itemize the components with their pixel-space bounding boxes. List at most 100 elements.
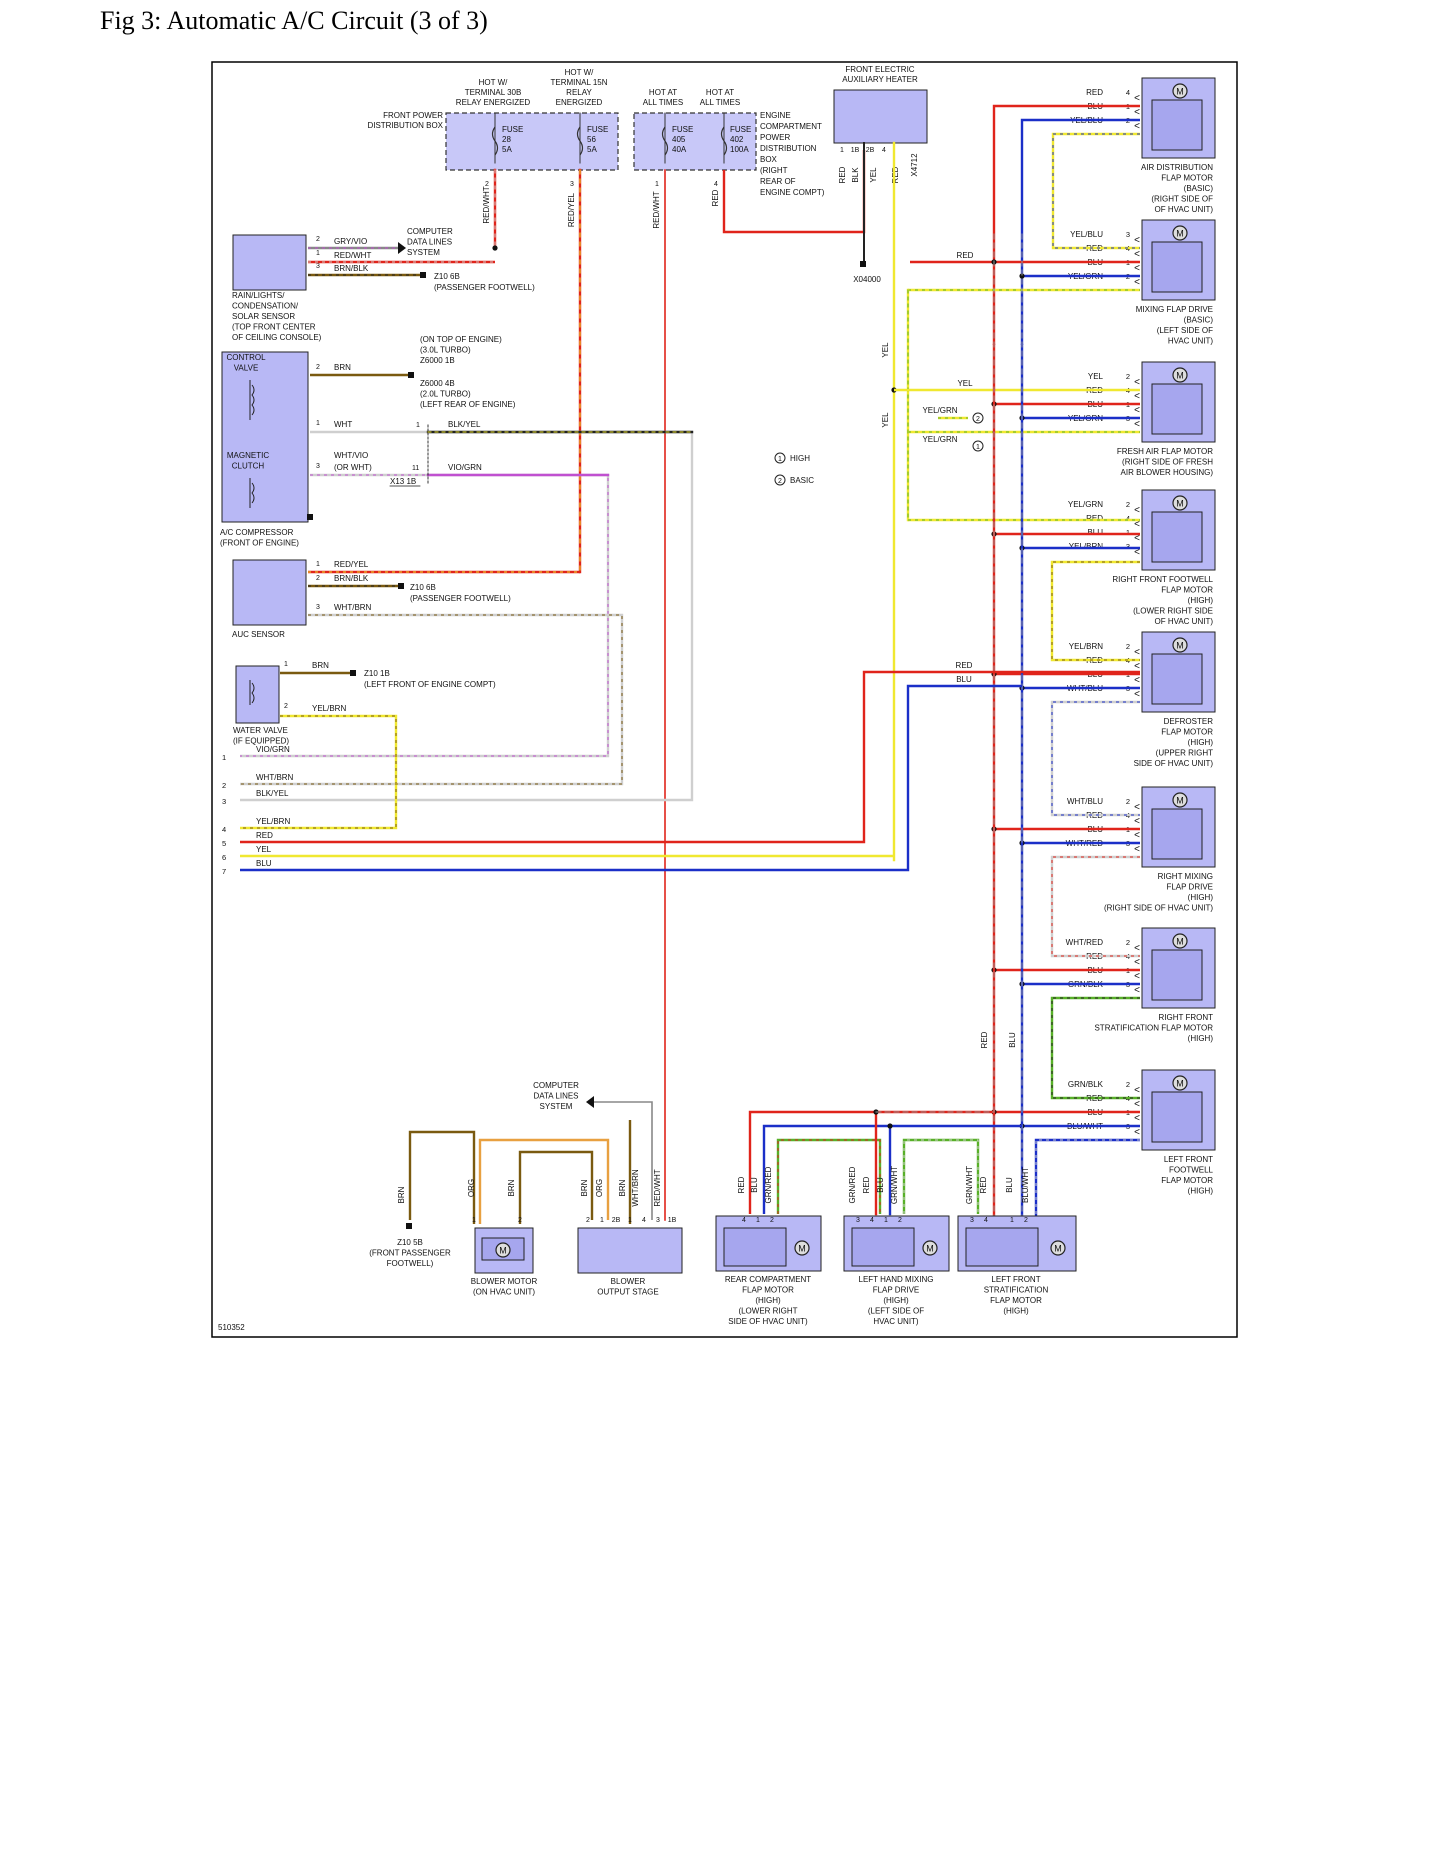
- wire-blu-rear: [762, 1124, 1022, 1214]
- component-label: RAIN/LIGHTS/: [232, 291, 285, 300]
- component-label: SOLAR SENSOR: [232, 312, 295, 321]
- harness-pin: 1: [222, 753, 226, 762]
- pin-number: 2: [1126, 797, 1130, 806]
- ground-icon: [398, 583, 404, 589]
- front-power-distribution-box: [445, 112, 619, 171]
- pin-number: 3: [1126, 230, 1130, 239]
- motor-icon: M: [1176, 641, 1184, 651]
- fuse-symbol: [720, 126, 728, 156]
- pin-number: 1: [1126, 528, 1130, 537]
- component-label: FOOTWELL: [1169, 1166, 1214, 1175]
- pin-number: 4: [742, 1217, 746, 1224]
- coil-symbol: [249, 380, 255, 420]
- pin-number: 2: [316, 575, 320, 582]
- component-label: FLAP MOTOR: [1161, 1176, 1213, 1185]
- harness-pin: 5: [222, 839, 226, 848]
- fuse-symbol: [491, 126, 499, 156]
- ground-label: X04000: [853, 275, 881, 284]
- wire-label: GRN/WHT: [965, 1166, 974, 1204]
- connector-pin: <: [1134, 405, 1140, 416]
- page-title: Fig 3: Automatic A/C Circuit (3 of 3): [100, 6, 488, 35]
- wire-label: RED: [956, 661, 973, 670]
- wire-label: WHT/BRN: [256, 773, 294, 782]
- component-label: AUC SENSOR: [232, 630, 285, 639]
- component-label: FRESH AIR FLAP MOTOR: [1117, 447, 1213, 456]
- pin-number: 4: [1126, 514, 1130, 523]
- component-label: AUXILIARY HEATER: [842, 75, 918, 84]
- component-label: (LEFT SIDE OF: [868, 1307, 924, 1316]
- fuse-symbol: [576, 126, 584, 156]
- ground-label: (PASSENGER FOOTWELL): [410, 594, 511, 603]
- component-label: (BASIC): [1184, 316, 1214, 325]
- connector-pin: <: [1134, 519, 1140, 530]
- engine-power-distribution-box: [633, 112, 757, 171]
- component-label: DISTRIBUTION: [760, 144, 817, 153]
- component-label: 100A: [730, 145, 749, 154]
- component-label: CLUTCH: [232, 462, 265, 471]
- component-label: FLAP DRIVE: [873, 1286, 920, 1295]
- wire-label: BRN: [397, 1186, 406, 1203]
- motor-icon: M: [1176, 937, 1184, 947]
- pin-number: 4: [882, 147, 886, 154]
- wire-grnred-stripe: [777, 1139, 881, 1214]
- rain-light-solar-sensor: [232, 234, 307, 291]
- component-label: (HIGH): [1003, 1307, 1029, 1316]
- splice-dot: [492, 245, 498, 251]
- connector-pin: <: [1134, 971, 1140, 982]
- connector-pin: <: [1134, 647, 1140, 658]
- wire-label: YEL/BRN: [256, 817, 290, 826]
- motor-icon: [1050, 1240, 1066, 1256]
- wire-computer-data: [594, 1101, 653, 1220]
- wire-label: BRN: [334, 363, 351, 372]
- motor-icon: M: [1176, 229, 1184, 239]
- motor-icon: M: [1176, 87, 1184, 97]
- flap-motor-body: [1151, 241, 1203, 293]
- motor-icon: M: [798, 1244, 806, 1254]
- wire-bluwht-stripe: [1035, 1139, 1140, 1220]
- component-label: BOX: [760, 155, 778, 164]
- component-label: BLOWER MOTOR: [471, 1277, 538, 1286]
- component-label: 28: [502, 135, 511, 144]
- connector-pin: <: [1134, 957, 1140, 968]
- wire-yelblu-stripe: [1052, 133, 1140, 249]
- connector-pin: <: [1134, 121, 1140, 132]
- wire-red-harness: [240, 670, 1140, 844]
- pin-number: 2: [1024, 1217, 1028, 1224]
- wire-label: RED: [838, 166, 847, 183]
- component-label: (ON HVAC UNIT): [473, 1288, 535, 1297]
- component-label: (RIGHT SIDE OF HVAC UNIT): [1104, 904, 1213, 913]
- motor-icon: [1172, 1075, 1188, 1091]
- arrow-icon: [398, 242, 406, 254]
- ground-label: Z10 1B: [364, 669, 390, 678]
- component-label: LEFT FRONT: [991, 1275, 1040, 1284]
- connector-pin: <: [1134, 844, 1140, 855]
- component-label: FLAP MOTOR: [990, 1296, 1042, 1305]
- ground-label: Z10 6B: [434, 272, 460, 281]
- component-label: FOOTWELL): [387, 1259, 434, 1268]
- wire-whtblu-stripe: [1051, 701, 1140, 816]
- component-label: (BASIC): [1184, 184, 1214, 193]
- component-label: 402: [730, 135, 744, 144]
- component-label: AIR DISTRIBUTION: [1141, 163, 1213, 172]
- coil-symbol: [249, 680, 255, 705]
- connector-pin: <: [1134, 675, 1140, 686]
- pin-number: 4: [870, 1217, 874, 1224]
- pin-number: 2: [485, 181, 489, 188]
- flap-motor-body: [851, 1227, 915, 1267]
- water-valve: [235, 665, 280, 724]
- flap-motor-body: [965, 1227, 1039, 1267]
- pin-number: 1: [316, 420, 320, 427]
- wire-label: BRN/BLK: [334, 574, 369, 583]
- connector-pin: <: [1134, 419, 1140, 430]
- pin-number: 2B: [612, 1217, 621, 1224]
- pin-number: 2: [518, 1217, 522, 1224]
- component-label: FLAP MOTOR: [1161, 586, 1213, 595]
- pin-number: 3: [316, 604, 320, 611]
- component-label: DISTRIBUTION BOX: [367, 121, 443, 130]
- pin-number: 1: [840, 147, 844, 154]
- connector-pin: <: [1134, 107, 1140, 118]
- flap-motor-body: [1151, 808, 1203, 860]
- flap-motor-body: [1151, 1091, 1203, 1143]
- pin-number: 2: [1126, 500, 1130, 509]
- connector-pin: <: [1134, 1085, 1140, 1096]
